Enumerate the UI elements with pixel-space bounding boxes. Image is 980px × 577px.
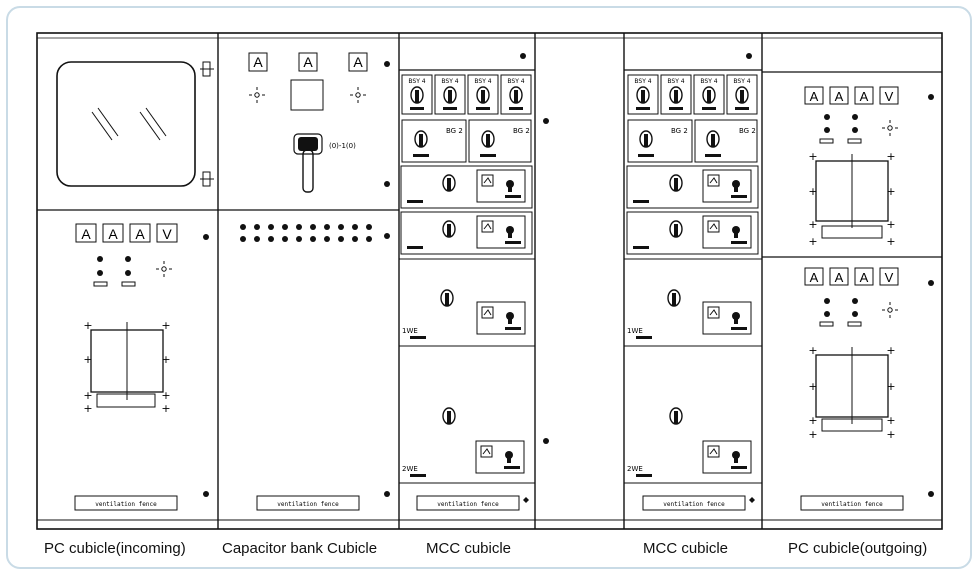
hinge [200,61,214,187]
caption-mcc-1: MCC cubicle [426,540,512,557]
svg-text:+: + [808,428,817,441]
voltmeter-label: V [162,226,172,242]
pc-outgoing-panel: A A A V ++++ ++++ A A A V ++++ ++ [762,71,942,511]
mcc-panel-1: BSY 4 BSY 4 BSY 4 BSY 4 BG 2 BG 2 1WE 2W… [399,53,535,511]
svg-text:+: + [886,218,895,231]
svg-text:+: + [83,389,92,402]
pc-incoming-panel: A A A V ++++ ++++ ventilation fence [37,61,218,511]
relay-label: BSY 4 [700,78,717,85]
relay-label: BSY 4 [733,78,750,85]
glass-glare [91,107,167,141]
svg-text:+: + [83,319,92,332]
vent-text: ventilation fence [95,501,157,508]
voltmeter-label: V [885,270,894,285]
ammeter-label: A [835,89,844,104]
ammeter-label: A [810,270,819,285]
vent-plate [416,495,520,511]
relay-label: BSY 4 [474,78,491,85]
ammeter-label: A [860,270,869,285]
svg-text:+: + [886,185,895,198]
relay-label: BG 2 [446,127,463,135]
ammeter-label: A [81,226,91,242]
ammeter-label: A [303,54,313,70]
svg-text:+: + [808,235,817,248]
viewing-window [56,61,196,187]
vent-plate [74,495,178,511]
voltmeter-label: V [885,89,894,104]
relay-label: BG 2 [671,127,688,135]
ammeter-label: A [810,89,819,104]
svg-text:+: + [161,319,170,332]
svg-text:+: + [886,428,895,441]
svg-text:+: + [83,402,92,415]
caption-capacitor: Capacitor bank Cubicle [222,540,378,557]
svg-text:+: + [808,344,817,357]
caption-pc-outgoing: PC cubicle(outgoing) [788,540,928,557]
svg-text:+: + [808,380,817,393]
relay-label: BSY 4 [507,78,524,85]
outer-frame [6,6,972,569]
svg-text:+: + [808,414,817,427]
row-tag: 1WE [402,327,418,335]
relay-label: BSY 4 [408,78,425,85]
relay-label: BSY 4 [667,78,684,85]
row-tag: 2WE [402,465,418,473]
svg-text:+: + [886,380,895,393]
ammeter-label: A [860,89,869,104]
svg-text:+: + [161,353,170,366]
svg-text:+: + [808,150,817,163]
svg-text:+: + [161,402,170,415]
ammeter-label: A [108,226,118,242]
svg-text:+: + [83,353,92,366]
ammeter-label: A [135,226,145,242]
row-tag: 2WE [627,465,643,473]
relay-label: BG 2 [739,127,756,135]
relay-label: BSY 4 [634,78,651,85]
vent-plate [642,495,746,511]
vent-text: ventilation fence [277,501,339,508]
mcc-panel-2: BSY 4 BSY 4 BSY 4 BSY 4 BG 2 BG 2 1WE 2W… [624,53,762,511]
ammeter-label: A [353,54,363,70]
svg-text:+: + [886,344,895,357]
svg-text:+: + [808,185,817,198]
vent-text: ventilation fence [437,501,499,508]
relay-label: BSY 4 [441,78,458,85]
caption-mcc-2: MCC cubicle [643,540,729,557]
svg-text:+: + [808,218,817,231]
ammeter-label: A [835,270,844,285]
svg-text:+: + [886,414,895,427]
svg-text:+: + [886,235,895,248]
row-tag: 1WE [627,327,643,335]
vent-text: ventilation fence [663,501,725,508]
switch-label: (0)-1(0) [329,142,356,150]
caption-pc-incoming: PC cubicle(incoming) [44,540,186,557]
svg-text:+: + [161,389,170,402]
indicator-dot-row [240,224,390,242]
capacitor-panel: A A A (0)-1(0) ventilation fence [218,52,399,511]
vent-text: ventilation fence [821,501,883,508]
ammeter-label: A [253,54,263,70]
svg-text:+: + [886,150,895,163]
relay-label: BG 2 [513,127,530,135]
vent-plate [256,495,360,511]
vent-plate [800,495,904,511]
